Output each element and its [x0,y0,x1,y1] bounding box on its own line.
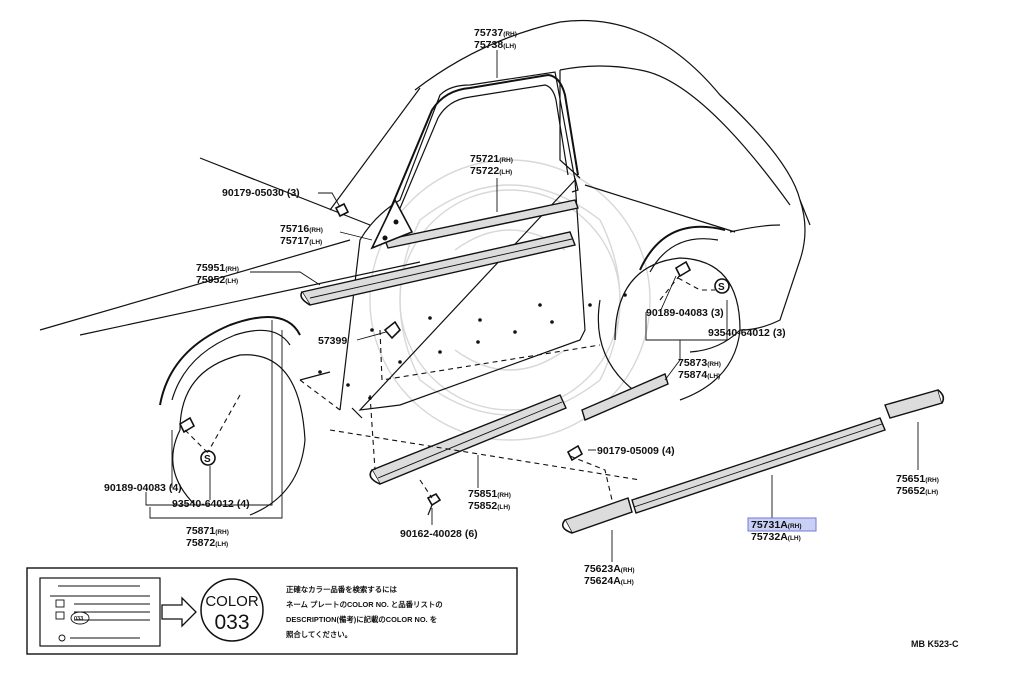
svg-text:75717(LH): 75717(LH) [280,235,322,247]
assembly-lines [184,274,715,501]
callout-90179-05009[interactable]: 90179-05009 (4) [597,445,675,457]
svg-text:75731A(RH): 75731A(RH) [751,519,802,531]
svg-text:93540-64012 (4): 93540-64012 (4) [172,498,250,510]
callout-75851[interactable]: 75851(RH) 75852(LH) [468,488,511,512]
clip-57399 [383,320,402,340]
screw-badge-label: S [718,282,725,293]
rocker-moulding [581,373,669,421]
screw-90162 [426,492,442,516]
svg-text:75738(LH): 75738(LH) [474,39,516,51]
color-code: 033 [214,611,249,634]
svg-text:75874(LH): 75874(LH) [678,369,720,381]
note-line-1: 正確なカラー品番を検索するには [286,585,397,594]
clip-90179-05009 [566,444,584,462]
svg-text:75871(RH): 75871(RH) [186,525,229,537]
arrow-right-icon [161,596,197,628]
callout-90179-05030[interactable]: 90179-05030 (3) [222,187,300,199]
diagram-ref-code: MB K523-C [911,639,959,649]
door-lower-moulding [631,417,886,514]
svg-text:75872(LH): 75872(LH) [186,537,228,549]
svg-text:75951(RH): 75951(RH) [196,262,239,274]
screw-badge-front: S [200,450,216,466]
svg-text:75737(RH): 75737(RH) [474,27,517,39]
callout-75951[interactable]: 75951(RH) 75952(LH) [196,262,239,286]
svg-text:75624A(LH): 75624A(LH) [584,575,634,587]
callout-75873[interactable]: 75873(RH) 75874(LH) [678,357,721,381]
plate-color-code: 033 [74,616,83,622]
callout-75651[interactable]: 75651(RH) 75652(LH) [896,473,939,497]
note-line-2: ネーム プレートのCOLOR NO. と品番リストの [286,600,443,609]
svg-text:75732A(LH): 75732A(LH) [751,531,801,543]
callout-75871[interactable]: 75871(RH) 75872(LH) [186,525,229,549]
rear-lower-moulding [884,389,945,419]
callout-90189-front[interactable]: 90189-04083 (4) [104,482,182,494]
callout-75623A[interactable]: 75623A(RH) 75624A(LH) [584,563,635,587]
svg-text:93540-64012 (3): 93540-64012 (3) [708,327,786,339]
callout-75737[interactable]: 75737(RH) 75738(LH) [474,27,517,51]
screw-badge-label: S [204,454,211,465]
callout-75731A-selected[interactable]: 75731A(RH) 75732A(LH) [747,517,817,543]
svg-text:90179-05030 (3): 90179-05030 (3) [222,187,300,199]
svg-text:75721(RH): 75721(RH) [470,153,513,165]
svg-text:75716(RH): 75716(RH) [280,223,323,235]
color-note-box: 033 COLOR 033 正確なカラー品番を検索するには ネーム プレートのC… [26,567,518,655]
rear-fender-clip [674,260,692,278]
svg-text:57399: 57399 [318,335,347,347]
svg-text:90189-04083 (4): 90189-04083 (4) [104,482,182,494]
svg-text:75652(LH): 75652(LH) [896,485,938,497]
name-plate-icon: 033 [39,577,161,647]
color-badge: COLOR 033 [200,578,264,642]
front-fender-clip [178,416,196,434]
svg-text:75852(LH): 75852(LH) [468,500,510,512]
callout-93540-front[interactable]: 93540-64012 (4) [172,498,250,510]
front-lower-moulding [561,497,633,534]
svg-text:75623A(RH): 75623A(RH) [584,563,635,575]
door-panel [318,71,627,419]
body-side-moulding [300,231,576,306]
car-body [39,19,811,516]
callout-90189-rear[interactable]: 90189-04083 (3) [646,307,724,319]
callout-57399[interactable]: 57399 [318,335,347,347]
callout-75721[interactable]: 75721(RH) 75722(LH) [470,153,513,177]
svg-text:90179-05009 (4): 90179-05009 (4) [597,445,675,457]
svg-text:90162-40028 (6): 90162-40028 (6) [400,528,478,540]
svg-text:75722(LH): 75722(LH) [470,165,512,177]
svg-text:75952(LH): 75952(LH) [196,274,238,286]
lower-rocker-moulding [369,394,567,485]
svg-text:75851(RH): 75851(RH) [468,488,511,500]
clip-90179-05030 [334,202,350,218]
callout-75716[interactable]: 75716(RH) 75717(LH) [280,223,323,247]
note-line-3: DESCRIPTION(備考)に記載のCOLOR NO. を [286,615,437,624]
note-line-4: 照合してください。 [286,630,352,639]
leader-lines [145,50,919,562]
svg-text:90189-04083 (3): 90189-04083 (3) [646,307,724,319]
screw-badge-rear: S [714,278,730,294]
callout-90162[interactable]: 90162-40028 (6) [400,528,478,540]
svg-text:75873(RH): 75873(RH) [678,357,721,369]
svg-text:75651(RH): 75651(RH) [896,473,939,485]
callout-93540-rear[interactable]: 93540-64012 (3) [708,327,786,339]
color-label: COLOR [205,593,259,610]
